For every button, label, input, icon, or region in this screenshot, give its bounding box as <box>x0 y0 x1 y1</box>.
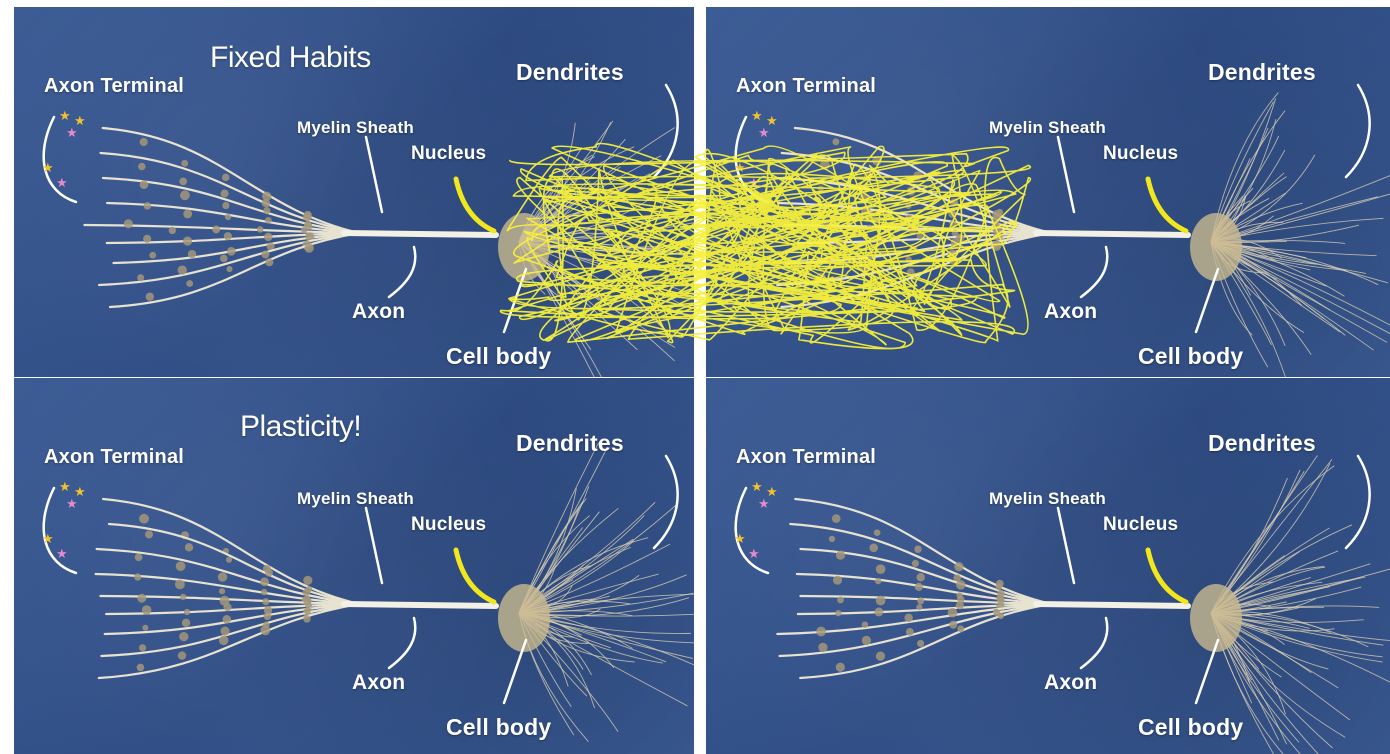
cell-body-soma <box>498 213 550 281</box>
dendrites-label: Dendrites <box>1208 430 1316 457</box>
svg-text:★: ★ <box>751 480 763 495</box>
axon-label: Axon <box>1044 300 1097 324</box>
svg-text:★: ★ <box>59 109 71 124</box>
dendrites-label: Dendrites <box>516 59 624 86</box>
nucleus-arrow <box>1148 550 1186 602</box>
axon-shaft <box>344 233 496 235</box>
dendrites-arrow <box>1346 85 1370 177</box>
svg-text:★: ★ <box>59 480 71 495</box>
svg-text:★: ★ <box>734 161 746 176</box>
axon-shaft <box>1036 233 1188 235</box>
myelin-sheath-label: Myelin Sheath <box>297 489 414 509</box>
dendrite-tangle <box>519 443 694 742</box>
nucleus-label: Nucleus <box>411 514 486 536</box>
nucleus-arrow <box>1148 179 1186 231</box>
nucleus-label: Nucleus <box>1103 514 1178 536</box>
nucleus-label: Nucleus <box>1103 143 1178 165</box>
axon-arrow <box>389 247 415 297</box>
neuron-panel-bottom-right: ★★★★★ Axon Terminal Myelin Sheath Nucleu… <box>706 378 1390 754</box>
axon-terminal-branches <box>96 499 359 678</box>
cell-body-soma <box>1190 213 1242 281</box>
myelin-sheath-label: Myelin Sheath <box>989 489 1106 509</box>
axon-label: Axon <box>352 300 405 324</box>
myelin-sheath-arrow <box>366 508 382 583</box>
myelin-sheath-arrow <box>366 137 382 212</box>
axon-terminal-label: Axon Terminal <box>736 446 876 469</box>
axon-terminal-branches <box>84 128 359 307</box>
dendrites-label: Dendrites <box>1208 59 1316 86</box>
cell-body-label: Cell body <box>1138 714 1243 741</box>
axon-terminal-branches <box>777 128 1051 307</box>
svg-text:★: ★ <box>748 176 760 191</box>
cell-body-soma <box>1190 584 1242 652</box>
svg-text:★: ★ <box>734 532 746 547</box>
dendrites-arrow <box>654 456 678 548</box>
myelin-sheath-label: Myelin Sheath <box>297 118 414 138</box>
myelin-sheath-arrow <box>1058 137 1074 212</box>
axon-arrow <box>1081 618 1107 668</box>
nucleus-arrow <box>456 550 494 602</box>
neuron-panel-bottom-left: ★★★★★ Axon Terminal Myelin Sheath Nucleu… <box>14 378 694 754</box>
svg-text:★: ★ <box>56 176 68 191</box>
axon-shaft <box>1036 604 1188 606</box>
svg-text:★: ★ <box>56 547 68 562</box>
myelin-sheath-arrow <box>1058 508 1074 583</box>
myelin-sheath-label: Myelin Sheath <box>989 118 1106 138</box>
cell-body-label: Cell body <box>446 714 551 741</box>
axon-label: Axon <box>352 671 405 695</box>
dendrites-arrow <box>1346 456 1370 548</box>
fixed-habits-caption: Fixed Habits <box>210 41 371 75</box>
dendrites-arrow <box>654 85 678 177</box>
cell-body-label: Cell body <box>1138 343 1243 370</box>
svg-text:★: ★ <box>751 109 763 124</box>
cell-body-soma <box>498 584 550 652</box>
axon-terminal-label: Axon Terminal <box>736 75 876 98</box>
svg-text:★: ★ <box>748 547 760 562</box>
neuron-panel-top-right: ★★★★★ Axon Terminal Myelin Sheath Nucleu… <box>706 7 1390 377</box>
plasticity-caption: Plasticity! <box>240 410 361 444</box>
svg-text:★: ★ <box>758 497 770 512</box>
axon-terminal-branches <box>777 499 1051 678</box>
cell-body-label: Cell body <box>446 343 551 370</box>
dendrites-label: Dendrites <box>516 430 624 457</box>
svg-text:★: ★ <box>42 532 54 547</box>
axon-label: Axon <box>1044 671 1097 695</box>
axon-terminal-label: Axon Terminal <box>44 75 184 98</box>
svg-text:★: ★ <box>66 126 78 141</box>
axon-arrow <box>389 618 415 668</box>
nucleus-arrow <box>456 179 494 231</box>
neuron-panel-top-left: ★★★★★ Axon Terminal Myelin Sheath Nucleu… <box>14 7 694 377</box>
svg-text:★: ★ <box>42 161 54 176</box>
nucleus-label: Nucleus <box>411 143 486 165</box>
svg-text:★: ★ <box>758 126 770 141</box>
svg-text:★: ★ <box>66 497 78 512</box>
axon-shaft <box>344 604 496 606</box>
axon-terminal-label: Axon Terminal <box>44 446 184 469</box>
axon-arrow <box>1081 247 1107 297</box>
